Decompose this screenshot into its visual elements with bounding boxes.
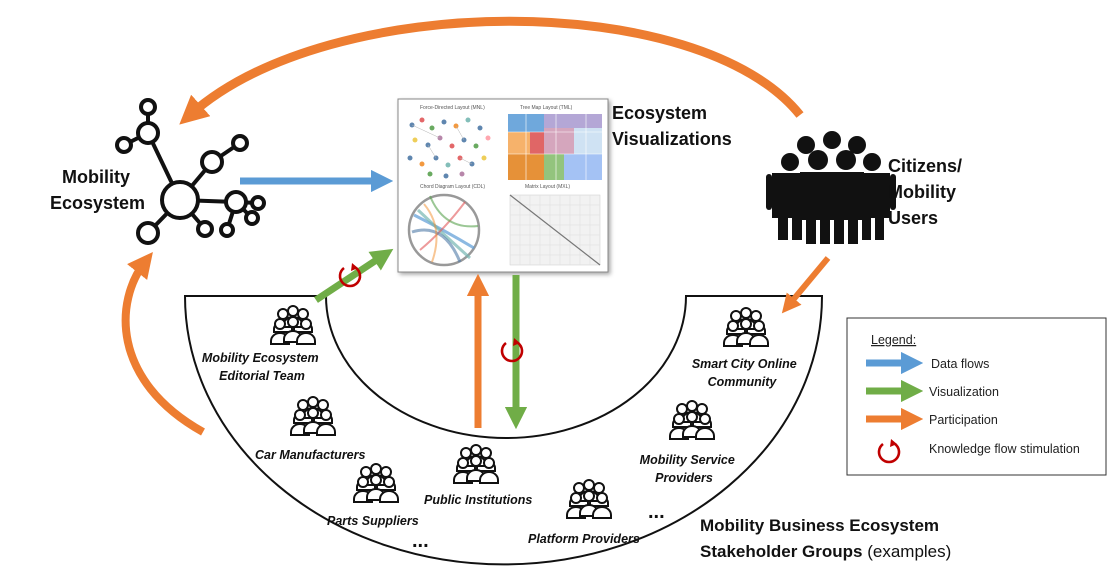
citizens-label: Citizens/ Mobility Users (888, 156, 967, 228)
group-parts-label: Parts Suppliers (327, 514, 419, 528)
panel-chord-label: Chord Diagram Layout (CDL) (420, 184, 485, 190)
business-ecosystem-title: Mobility Business Ecosystem (700, 516, 939, 535)
chord-thumbnail (407, 193, 481, 267)
participation-arrow-top (179, 16, 804, 125)
group-public-label: Public Institutions (424, 493, 532, 507)
people-icon-editorial (270, 305, 316, 345)
people-icon-parts (353, 463, 399, 503)
participation-arrow-left (121, 251, 205, 436)
visualization-arrow-editorial (314, 248, 394, 303)
network-icon (115, 98, 266, 245)
panel-force-label: Force-Directed Layout (MNL) (420, 105, 485, 111)
citizens-crowd-icon (766, 131, 896, 244)
people-icon-smartcity (723, 307, 769, 347)
people-icon-platform (566, 479, 612, 519)
group-ellipsis-left: ... (412, 530, 429, 552)
visualization-panel: Force-Directed Layout (MNL) Tree Map Lay… (397, 98, 609, 273)
group-smartcity-label: Smart City Online Community (692, 357, 800, 389)
matrix-thumbnail (509, 194, 601, 266)
stakeholder-groups-title: Stakeholder Groups (examples) (700, 542, 951, 561)
panel-matrix-label: Matrix Layout (MXL) (525, 184, 570, 190)
legend-item-visualization: Visualization (866, 379, 999, 403)
mobility-ecosystem-label: Mobility Ecosystem (50, 167, 145, 213)
svg-text:Data flows: Data flows (931, 357, 989, 371)
group-service-label: Mobility Service Providers (640, 453, 739, 485)
panel-tree-label: Tree Map Layout (TML) (520, 105, 573, 111)
legend-item-knowledge: Knowledge flow stimulation (877, 437, 1080, 464)
svg-text:Visualization: Visualization (929, 385, 999, 399)
legend-item-data-flows: Data flows (866, 351, 989, 375)
treemap-thumbnail (508, 114, 602, 180)
people-icon-service (669, 400, 715, 440)
group-car-label: Car Manufacturers (255, 448, 365, 462)
group-editorial-label: Mobility Ecosystem Editorial Team (202, 351, 322, 383)
legend: Legend: Data flows Visualization Partici… (846, 317, 1107, 476)
force-layout-thumbnail (407, 117, 491, 179)
ecosystem-visualizations-label: Ecosystem Visualizations (612, 103, 732, 149)
group-ellipsis-right: ... (648, 501, 665, 523)
people-icon-car (290, 396, 336, 436)
participation-arrow-citizens (781, 256, 831, 314)
svg-text:Participation: Participation (929, 413, 998, 427)
legend-title: Legend: (871, 333, 916, 347)
legend-item-participation: Participation (866, 407, 998, 431)
people-icon-public (453, 444, 499, 484)
group-platform-label: Platform Providers (528, 532, 640, 546)
stakeholder-ring (183, 295, 824, 566)
svg-text:Knowledge flow stimulation: Knowledge flow stimulation (929, 442, 1080, 456)
